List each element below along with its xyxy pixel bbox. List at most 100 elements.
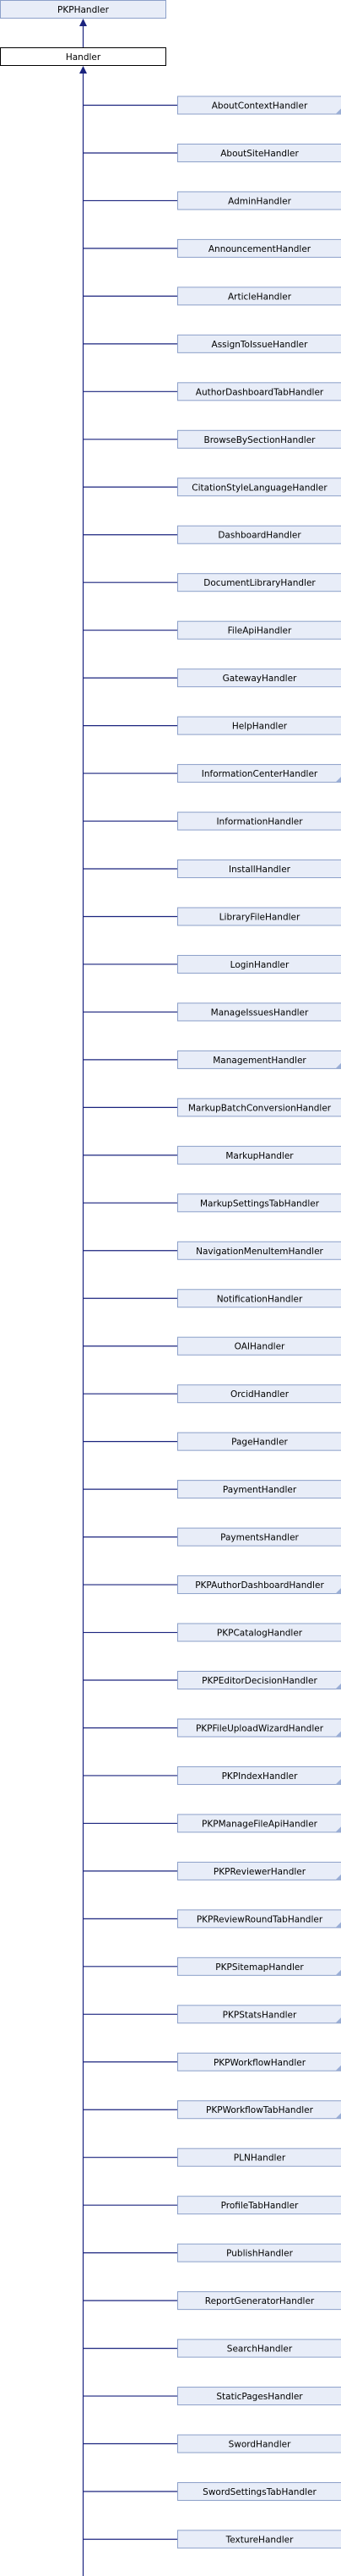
node-box bbox=[177, 478, 341, 497]
node-publish-handler[interactable]: PublishHandler bbox=[177, 2243, 341, 2262]
node-pkp-review-round-tab-handler[interactable]: PKPReviewRoundTabHandler bbox=[177, 1909, 341, 1929]
node-citation-style-language-handler[interactable]: CitationStyleLanguageHandler bbox=[177, 478, 341, 497]
node-pln-handler[interactable]: PLNHandler bbox=[177, 2148, 341, 2167]
node-box bbox=[177, 620, 341, 640]
node-label-pkphandler: PKPHandler bbox=[57, 5, 110, 15]
node-report-generator-handler[interactable]: ReportGeneratorHandler bbox=[177, 2291, 341, 2311]
node-label: PublishHandler bbox=[226, 2249, 293, 2259]
node-search-handler[interactable]: SearchHandler bbox=[177, 2339, 341, 2358]
node-box bbox=[177, 525, 341, 544]
node-install-handler[interactable]: InstallHandler bbox=[177, 860, 341, 879]
node-box bbox=[177, 1575, 341, 1595]
arrowhead-handler bbox=[79, 66, 87, 74]
node-label: PKPEditorDecisionHandler bbox=[202, 1676, 317, 1686]
more-indicator-icon bbox=[335, 1969, 341, 1976]
node-label: PaymentsHandler bbox=[220, 1533, 299, 1543]
node-label: PKPSitemapHandler bbox=[215, 1962, 304, 1973]
node-label: PKPCatalogHandler bbox=[217, 1629, 303, 1639]
node-label: PKPReviewRoundTabHandler bbox=[197, 1914, 323, 1924]
node-navigation-menu-item-handler[interactable]: NavigationMenuItemHandler bbox=[177, 1241, 341, 1260]
node-sword-settings-tab-handler[interactable]: SwordSettingsTabHandler bbox=[177, 2482, 341, 2501]
node-pkp-workflow-tab-handler[interactable]: PKPWorkflowTabHandler bbox=[177, 2100, 341, 2120]
node-dashboard-handler[interactable]: DashboardHandler bbox=[177, 525, 341, 544]
node-notification-handler[interactable]: NotificationHandler bbox=[177, 1289, 341, 1308]
node-box bbox=[177, 287, 341, 306]
node-management-handler[interactable]: ManagementHandler bbox=[177, 1050, 341, 1069]
node-label: InformationHandler bbox=[216, 817, 303, 827]
node-box bbox=[177, 573, 341, 592]
node-pkp-file-upload-wizard-handler[interactable]: PKPFileUploadWizardHandler bbox=[177, 1718, 341, 1738]
node-label: AssignToIssueHandler bbox=[212, 340, 309, 350]
node-gateway-handler[interactable]: GatewayHandler bbox=[177, 669, 341, 688]
node-label: PKPIndexHandler bbox=[222, 1771, 298, 1782]
node-box bbox=[177, 811, 341, 831]
node-orcid-handler[interactable]: OrcidHandler bbox=[177, 1384, 341, 1404]
node-box bbox=[177, 1384, 341, 1404]
node-pkp-manage-file-api-handler[interactable]: PKPManageFileApiHandler bbox=[177, 1814, 341, 1833]
more-indicator-icon bbox=[335, 2017, 341, 2023]
node-payment-handler[interactable]: PaymentHandler bbox=[177, 1480, 341, 1499]
node-label: InformationCenterHandler bbox=[202, 769, 318, 779]
node-about-context-handler[interactable]: AboutContextHandler bbox=[177, 96, 341, 115]
node-page-handler[interactable]: PageHandler bbox=[177, 1432, 341, 1451]
node-assign-to-issue-handler[interactable]: AssignToIssueHandler bbox=[177, 334, 341, 353]
node-box bbox=[177, 2339, 341, 2358]
node-markup-settings-tab-handler[interactable]: MarkupSettingsTabHandler bbox=[177, 1193, 341, 1213]
node-box bbox=[177, 143, 341, 162]
node-static-pages-handler[interactable]: StaticPagesHandler bbox=[177, 2387, 341, 2406]
node-payments-handler[interactable]: PaymentsHandler bbox=[177, 1527, 341, 1547]
node-box bbox=[177, 1193, 341, 1213]
node-profile-tab-handler[interactable]: ProfileTabHandler bbox=[177, 2196, 341, 2215]
node-document-library-handler[interactable]: DocumentLibraryHandler bbox=[177, 573, 341, 592]
node-label: GatewayHandler bbox=[223, 674, 297, 684]
node-label: MarkupBatchConversionHandler bbox=[188, 1103, 332, 1113]
node-pkp-reviewer-handler[interactable]: PKPReviewerHandler bbox=[177, 1861, 341, 1880]
node-announcement-handler[interactable]: AnnouncementHandler bbox=[177, 238, 341, 258]
node-about-site-handler[interactable]: AboutSiteHandler bbox=[177, 143, 341, 162]
node-pkp-stats-handler[interactable]: PKPStatsHandler bbox=[177, 2005, 341, 2024]
node-sword-handler[interactable]: SwordHandler bbox=[177, 2434, 341, 2453]
node-browse-by-section-handler[interactable]: BrowseBySectionHandler bbox=[177, 429, 341, 449]
node-box bbox=[177, 1814, 341, 1833]
more-indicator-icon bbox=[335, 1588, 341, 1594]
node-box bbox=[177, 860, 341, 879]
node-pkphandler[interactable]: PKPHandler bbox=[0, 0, 166, 19]
node-login-handler[interactable]: LoginHandler bbox=[177, 954, 341, 974]
node-admin-handler[interactable]: AdminHandler bbox=[177, 191, 341, 210]
node-label: FileApiHandler bbox=[228, 626, 292, 636]
node-author-dashboard-tab-handler[interactable]: AuthorDashboardTabHandler bbox=[177, 382, 341, 401]
node-markup-batch-conversion-handler[interactable]: MarkupBatchConversionHandler bbox=[177, 1098, 341, 1117]
more-indicator-icon bbox=[335, 1062, 341, 1069]
node-file-api-handler[interactable]: FileApiHandler bbox=[177, 620, 341, 640]
node-box bbox=[177, 2291, 341, 2311]
node-label: OAIHandler bbox=[235, 1342, 285, 1352]
node-pkp-index-handler[interactable]: PKPIndexHandler bbox=[177, 1766, 341, 1785]
node-pkp-editor-decision-handler[interactable]: PKPEditorDecisionHandler bbox=[177, 1671, 341, 1690]
node-manage-issues-handler[interactable]: ManageIssuesHandler bbox=[177, 1002, 341, 1022]
node-label: DocumentLibraryHandler bbox=[203, 578, 316, 588]
node-label: PLNHandler bbox=[234, 2153, 286, 2164]
more-indicator-icon bbox=[335, 1922, 341, 1928]
more-indicator-icon bbox=[335, 1874, 341, 1880]
node-box bbox=[177, 1718, 341, 1738]
node-information-handler[interactable]: InformationHandler bbox=[177, 811, 341, 831]
node-library-file-handler[interactable]: LibraryFileHandler bbox=[177, 907, 341, 926]
node-label: PKPStatsHandler bbox=[223, 2010, 297, 2020]
node-box bbox=[177, 334, 341, 353]
node-label: ManagementHandler bbox=[213, 1056, 306, 1066]
node-article-handler[interactable]: ArticleHandler bbox=[177, 287, 341, 306]
node-box bbox=[177, 1432, 341, 1451]
node-information-center-handler[interactable]: InformationCenterHandler bbox=[177, 764, 341, 783]
node-box bbox=[177, 2530, 341, 2549]
node-label: PKPAuthorDashboardHandler bbox=[195, 1580, 324, 1591]
node-pkp-workflow-handler[interactable]: PKPWorkflowHandler bbox=[177, 2052, 341, 2071]
node-help-handler[interactable]: HelpHandler bbox=[177, 716, 341, 735]
node-markup-handler[interactable]: MarkupHandler bbox=[177, 1145, 341, 1165]
node-oai-handler[interactable]: OAIHandler bbox=[177, 1336, 341, 1356]
node-pkp-sitemap-handler[interactable]: PKPSitemapHandler bbox=[177, 1957, 341, 1976]
more-indicator-icon bbox=[335, 1778, 341, 1785]
node-texture-handler[interactable]: TextureHandler bbox=[177, 2530, 341, 2549]
node-pkp-catalog-handler[interactable]: PKPCatalogHandler bbox=[177, 1623, 341, 1642]
node-box bbox=[177, 96, 341, 115]
node-pkp-author-dashboard-handler[interactable]: PKPAuthorDashboardHandler bbox=[177, 1575, 341, 1595]
